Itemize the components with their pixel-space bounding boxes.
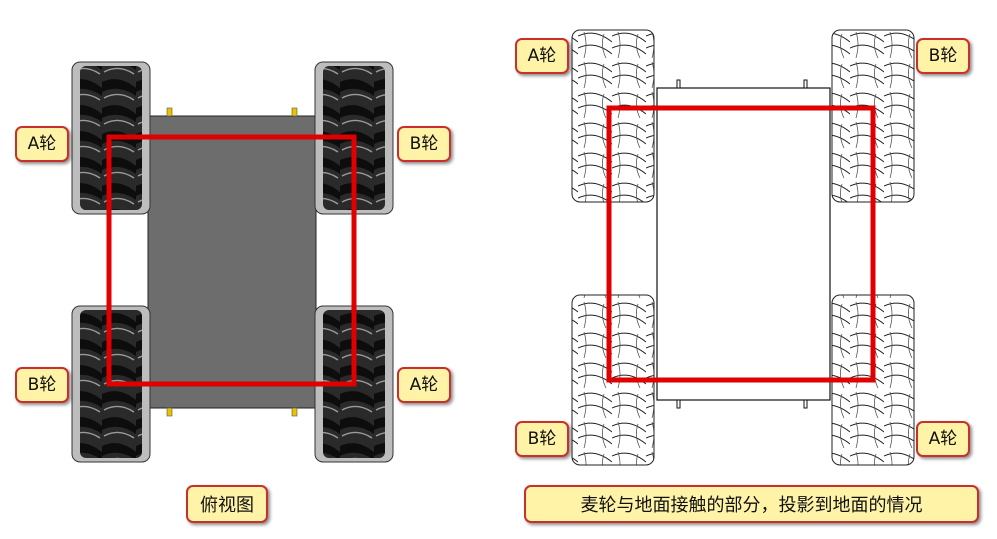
left-contact-highlight [106, 134, 357, 387]
left-label-front-right: B轮 [397, 126, 451, 162]
right-chassis-pins [676, 79, 808, 409]
right-label-rear-left: B轮 [515, 421, 569, 457]
right-chassis-outline [656, 87, 831, 401]
left-label-rear-right: A轮 [397, 367, 451, 403]
left-top-view [71, 61, 394, 463]
left-label-front-left: A轮 [15, 126, 69, 162]
right-label-front-left: A轮 [515, 38, 569, 74]
right-wheel-front-left [571, 29, 655, 203]
left-label-rear-left: B轮 [15, 367, 69, 403]
right-label-front-right: B轮 [916, 38, 970, 74]
right-caption: 麦轮与地面接触的部分，投影到地面的情况 [524, 485, 979, 523]
right-contact-highlight [606, 105, 876, 383]
right-projection-view [571, 29, 915, 466]
left-caption: 俯视图 [186, 485, 268, 523]
right-label-rear-right: A轮 [916, 421, 970, 457]
left-chassis [147, 115, 317, 409]
